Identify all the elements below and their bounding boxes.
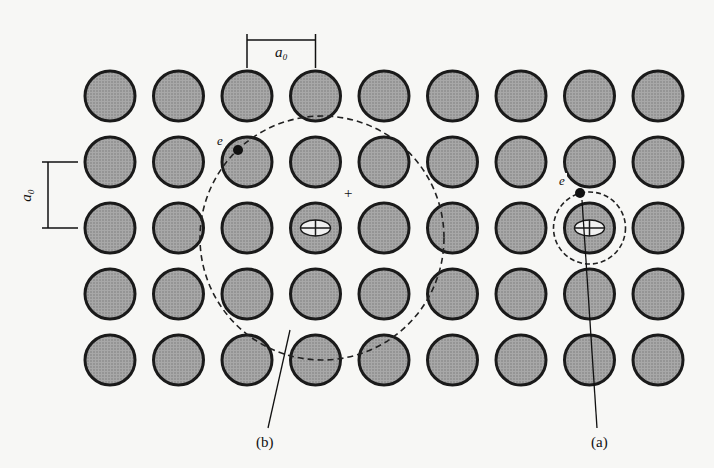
lattice-atom — [154, 203, 204, 253]
impurity-symbol — [315, 220, 317, 236]
impurity-symbol — [301, 220, 331, 236]
lattice-atom — [359, 203, 409, 253]
dimension-tick — [42, 161, 78, 163]
dimension-tick — [315, 34, 317, 68]
lattice-atom — [496, 269, 546, 319]
lattice-atom — [85, 335, 135, 385]
lattice-atom — [359, 71, 409, 121]
lattice-atom — [428, 203, 478, 253]
electron-label: e — [557, 173, 567, 188]
lattice-atom — [291, 137, 341, 187]
dimension-tick — [42, 227, 78, 229]
lattice-atom — [222, 137, 272, 187]
impurity-symbol — [589, 220, 591, 236]
lattice-atom — [222, 335, 272, 385]
lattice-atom — [496, 335, 546, 385]
lattice-atom — [291, 269, 341, 319]
lattice-atom — [633, 71, 683, 121]
case-label: (a) — [589, 434, 610, 451]
electron-dot — [575, 188, 585, 198]
lattice-atom — [565, 71, 615, 121]
lattice-atom — [154, 71, 204, 121]
lattice-atom — [359, 269, 409, 319]
lattice-atom — [428, 137, 478, 187]
lattice-atom — [428, 335, 478, 385]
lattice-atom — [428, 71, 478, 121]
lattice-constant: a₀ — [273, 44, 290, 61]
lattice-atom — [565, 335, 615, 385]
leader-line — [268, 330, 290, 428]
lattice-atom — [85, 71, 135, 121]
lattice-atom — [222, 203, 272, 253]
lattice-atom — [496, 71, 546, 121]
lattice-atom — [222, 269, 272, 319]
lattice-atom — [85, 137, 135, 187]
lattice-atom — [222, 71, 272, 121]
lattice-atom — [496, 203, 546, 253]
lattice-atom — [154, 269, 204, 319]
lattice-atom — [633, 137, 683, 187]
lattice-atom — [291, 203, 341, 253]
electron-label: e — [215, 133, 225, 148]
lattice-atom — [85, 203, 135, 253]
orbit-small — [554, 192, 626, 264]
lattice-atom — [291, 71, 341, 121]
dimension-line — [47, 162, 49, 228]
lattice-atom — [154, 335, 204, 385]
ion-charge: + — [342, 185, 354, 202]
dimension-tick — [246, 34, 248, 68]
electron-dot — [233, 145, 243, 155]
lattice-atom — [496, 137, 546, 187]
lattice-atom — [633, 335, 683, 385]
lattice-atom — [359, 335, 409, 385]
leader-line — [582, 200, 597, 428]
lattice-atom — [633, 269, 683, 319]
lattice-constant: a₀ — [18, 187, 35, 204]
lattice-atom — [428, 269, 478, 319]
lattice-atom — [85, 269, 135, 319]
lattice-atom — [154, 137, 204, 187]
lattice-atom — [565, 137, 615, 187]
lattice-atom — [633, 203, 683, 253]
impurity-symbol — [575, 220, 605, 236]
orbit-large — [200, 116, 444, 360]
case-label: (b) — [254, 434, 276, 451]
lattice-atom — [565, 203, 615, 253]
dimension-line — [247, 39, 316, 41]
